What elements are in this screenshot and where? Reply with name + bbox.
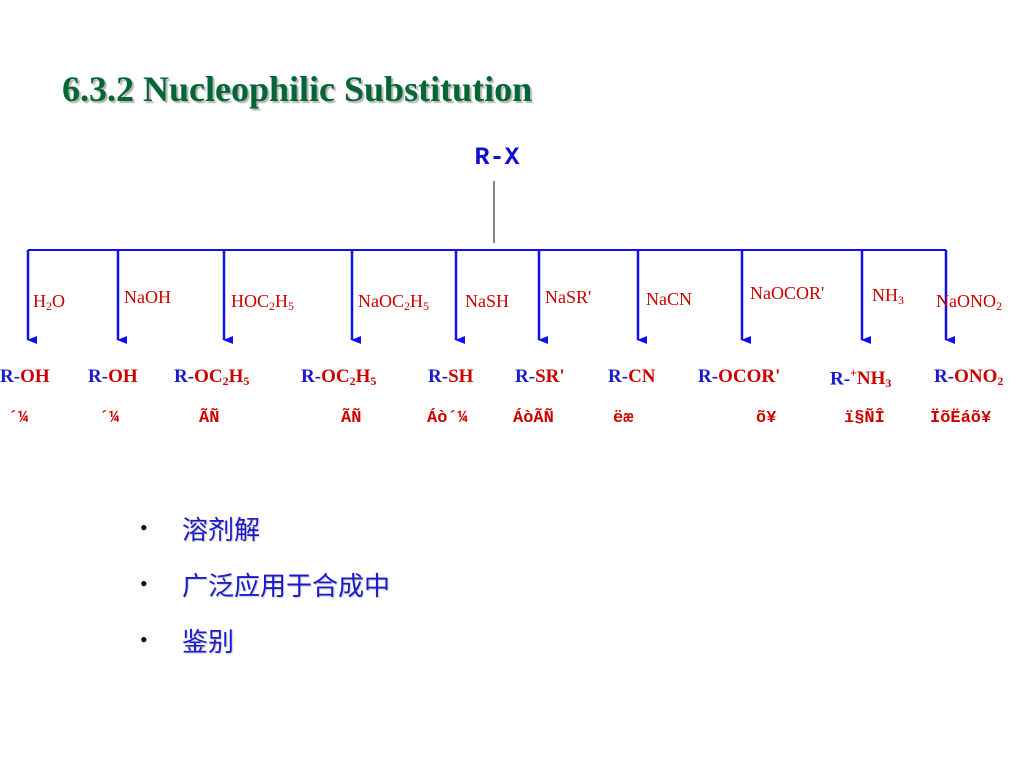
product-label: R-OC2H5 xyxy=(301,366,377,388)
bullet-dot-icon: • xyxy=(140,627,148,652)
bullet-item: • 溶剂解 xyxy=(140,500,390,556)
product-label: R-OCOR' xyxy=(698,366,781,387)
bullet-item: • 广泛应用于合成中 xyxy=(140,556,390,612)
product-label: R-OH xyxy=(88,366,138,387)
garbled-label: ´¼ xyxy=(99,409,120,428)
product-label: R-OC2H5 xyxy=(174,366,250,388)
bullet-dot-icon: • xyxy=(140,515,148,540)
substrate-formula: R-X xyxy=(474,143,520,172)
garbled-label: ï§ÑÎ xyxy=(844,409,885,428)
garbled-label: ÁòÃÑ xyxy=(513,409,554,428)
reagent-label: NaOCOR' xyxy=(750,283,825,303)
reagent-label: NaCN xyxy=(646,289,692,309)
reagent-label: NaSH xyxy=(465,291,509,311)
bullet-text: 广泛应用于合成中 xyxy=(182,571,391,602)
bullet-list: • 溶剂解 • 广泛应用于合成中 • 鉴别 xyxy=(140,500,390,668)
product-label: R-CN xyxy=(608,366,656,387)
product-label: R-SR' xyxy=(515,366,565,387)
garbled-label: ÃÑ xyxy=(341,409,362,428)
branch-arrows xyxy=(26,250,955,344)
reagent-label: NaOC2H5 xyxy=(358,291,429,313)
slide-title: 6.3.2 Nucleophilic Substitution xyxy=(62,69,533,109)
garbled-label: ëæ xyxy=(613,409,634,428)
bullet-item: • 鉴别 xyxy=(140,612,390,668)
bullet-text: 溶剂解 xyxy=(182,515,261,546)
reagent-label: NaOH xyxy=(124,287,171,307)
product-label: R-+NH3 xyxy=(830,366,892,391)
reagent-label: NaSR' xyxy=(545,287,592,307)
reagent-label: HOC2H5 xyxy=(231,291,295,313)
reagent-label: NaONO2 xyxy=(936,291,1002,313)
garbled-label: ´¼ xyxy=(8,409,29,428)
bullet-dot-icon: • xyxy=(140,571,148,596)
garbled-label: Áò´¼ xyxy=(427,409,468,428)
garbled-label: ÏõËáõ¥ xyxy=(930,409,992,428)
reagent-label: H2O xyxy=(33,291,65,313)
garbled-label: ÃÑ xyxy=(199,409,220,428)
bullet-text: 鉴别 xyxy=(182,627,235,658)
product-label: R-ONO2 xyxy=(934,366,1004,388)
product-label: R-SH xyxy=(428,366,474,387)
product-label: R-OH xyxy=(0,366,50,387)
reagent-label: NH3 xyxy=(872,285,904,307)
garbled-label: õ¥ xyxy=(756,409,777,428)
